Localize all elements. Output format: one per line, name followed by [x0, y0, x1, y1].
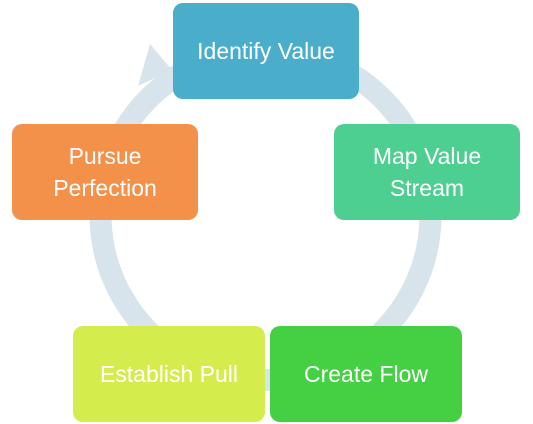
step-label: Create Flow — [304, 361, 428, 387]
step-map-value-stream: Map Value Stream — [334, 124, 520, 220]
step-label: Identify Value — [197, 38, 335, 64]
step-label: Establish Pull — [99, 361, 239, 387]
cycle-arrowhead — [138, 44, 172, 86]
step-create-flow: Create Flow — [270, 326, 462, 422]
step-pursue-perfection: Pursue Perfection — [12, 124, 198, 220]
step-label: Pursue Perfection — [53, 143, 157, 201]
step-identify-value: Identify Value — [173, 3, 359, 99]
step-establish-pull: Establish Pull — [73, 326, 265, 422]
step-label: Map Value Stream — [372, 143, 482, 201]
